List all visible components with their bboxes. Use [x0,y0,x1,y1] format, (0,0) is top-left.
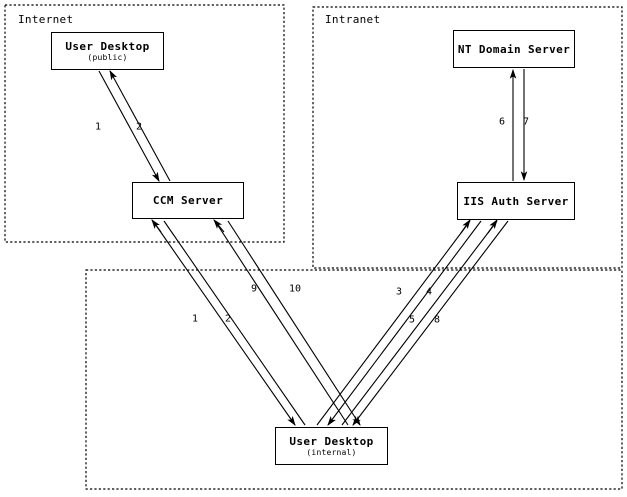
edge-label-4: 4 [425,286,433,298]
edge-arrow-into-iis-right [487,219,498,234]
edge-line-2-public [109,70,171,182]
zone-internet-border [4,4,285,243]
node-ccm-server[interactable]: CCM Server [132,182,244,219]
edge-line-1-internal [152,220,296,426]
edge-line-1-public [98,70,160,182]
node-user-desktop-internal-subtitle: (internal) [306,447,357,457]
edge-group-iis-internal-b [341,220,509,426]
edge-arrow-into-ccm-left [151,219,162,233]
zone-label-internet: Internet [18,13,74,26]
edge-label-1-public: 1 [94,121,102,133]
edge-line-8 [352,220,509,426]
edge-arrow-into-ccm-right [213,219,225,233]
edge-arrow-into-iis-left [460,219,471,234]
zone-internal-lan-border [85,269,623,490]
zone-label-intranet: Intranet [325,13,381,26]
node-iis-auth-server-title: IIS Auth Server [463,194,569,208]
edge-line-9 [214,220,349,426]
node-ccm-server-title: CCM Server [152,194,224,207]
edge-line-5 [341,220,498,426]
node-nt-domain-server-title: NT Domain Server [457,42,571,56]
node-user-desktop-public[interactable]: User Desktop (public) [51,32,164,70]
edge-label-2-internal: 2 [224,313,232,325]
node-user-desktop-internal[interactable]: User Desktop (internal) [275,427,388,465]
zone-intranet-border [312,6,623,269]
edge-line-4 [327,220,482,426]
edge-label-3: 3 [395,286,403,298]
edge-group-iis-internal-a [316,220,482,426]
edge-group-iis-nt [509,68,528,182]
edge-arrowheads-into-iis [460,219,498,234]
node-user-desktop-internal-title: User Desktop [289,434,374,448]
edge-label-6: 6 [498,116,506,128]
edge-label-2-public: 2 [135,121,143,133]
edge-group-ccm-internal-b [214,220,361,426]
edge-label-10: 10 [288,283,302,295]
edge-line-2-internal [163,220,306,426]
edge-group-public-ccm [98,70,171,182]
edge-label-8: 8 [433,314,441,326]
edge-label-5: 5 [408,314,416,326]
edge-label-9: 9 [250,283,258,295]
edge-label-7: 7 [522,116,530,128]
node-nt-domain-server[interactable]: NT Domain Server [453,30,575,68]
edge-line-10 [227,220,361,426]
node-user-desktop-public-title: User Desktop [65,39,150,53]
edge-group-ccm-internal-a [152,220,306,426]
node-iis-auth-server[interactable]: IIS Auth Server [457,182,575,220]
node-user-desktop-public-subtitle: (public) [87,52,128,62]
edge-label-1-internal: 1 [191,313,199,325]
edge-line-3 [316,220,471,426]
edge-arrowheads-into-ccm [151,219,225,233]
